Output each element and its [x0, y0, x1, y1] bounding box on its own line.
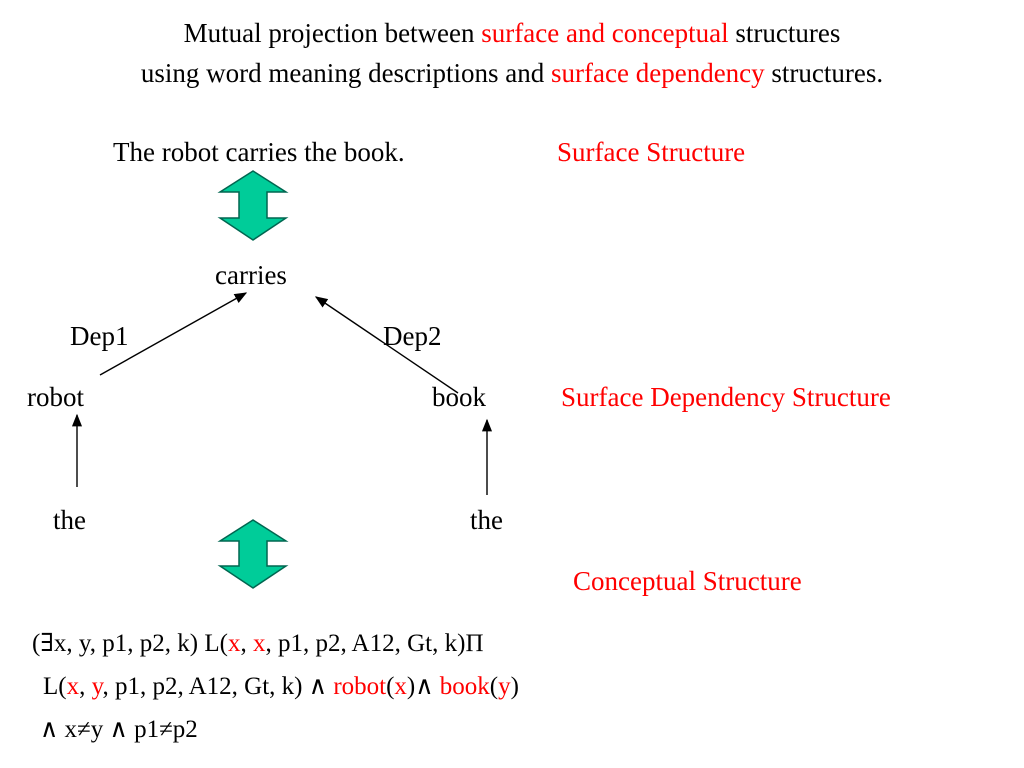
formula-line-3: ∧ x≠y ∧ p1≠p2 — [40, 717, 198, 742]
highlighted-text: x — [227, 630, 241, 657]
text-segment: Mutual projection between — [183, 18, 482, 48]
edge-label-dep2: Dep2 — [383, 321, 442, 351]
formula-line-2: L(x, y, p1, p2, A12, Gt, k) ∧ robot(x)∧ … — [43, 674, 519, 699]
text-segment: , p1, p2, A12, Gt, k) ∧ — [102, 673, 334, 700]
formula-line-1: (∃x, y, p1, p2, k) L(x, x, p1, p2, A12, … — [32, 631, 484, 656]
text-segment: using word meaning descriptions and — [140, 58, 552, 88]
node-the-left: the — [53, 505, 86, 535]
highlighted-text: book — [439, 673, 490, 700]
edge-robot-to-carries — [99, 292, 248, 376]
conceptual-structure-label: Conceptual Structure — [573, 566, 802, 596]
highlighted-text: surface and conceptual — [481, 18, 729, 48]
surface-structure-label: Surface Structure — [557, 137, 746, 167]
node-carries: carries — [215, 260, 287, 290]
highlighted-text: robot — [333, 673, 387, 700]
highlighted-text: x — [66, 673, 80, 700]
text-segment: (∃x, y, p1, p2, k) L( — [32, 630, 228, 657]
highlighted-text: x — [252, 630, 266, 657]
text-segment: ( — [489, 673, 499, 700]
surface-dependency-structure-label: Surface Dependency Structure — [561, 382, 891, 412]
text-segment: )∧ — [406, 673, 440, 700]
text-segment: structures. — [764, 58, 884, 88]
projection-arrow-top-icon — [217, 170, 289, 241]
text-segment: structures — [728, 18, 841, 48]
node-robot: robot — [27, 382, 84, 412]
edge-label-dep1: Dep1 — [70, 321, 129, 351]
title-line-2: using word meaning descriptions and surf… — [0, 60, 1024, 87]
text-segment: ) — [510, 673, 519, 700]
text-segment: , — [79, 673, 92, 700]
text-segment: , — [240, 630, 253, 657]
highlighted-text: x — [394, 673, 407, 700]
node-the-right: the — [470, 505, 503, 535]
title-line-1: Mutual projection between surface and co… — [0, 20, 1024, 47]
edge-book-to-carries — [314, 296, 459, 394]
highlighted-text: y — [498, 673, 511, 700]
text-segment: , p1, p2, A12, Gt, k)Π — [265, 630, 484, 657]
text-segment: ∧ x≠y ∧ p1≠p2 — [40, 716, 198, 743]
highlighted-text: surface dependency — [551, 58, 765, 88]
projection-arrow-bottom-icon — [217, 519, 289, 589]
text-segment: L( — [43, 673, 67, 700]
example-sentence: The robot carries the book. — [113, 137, 405, 167]
node-book: book — [432, 382, 486, 412]
text-segment: ( — [386, 673, 395, 700]
highlighted-text: y — [91, 673, 103, 700]
